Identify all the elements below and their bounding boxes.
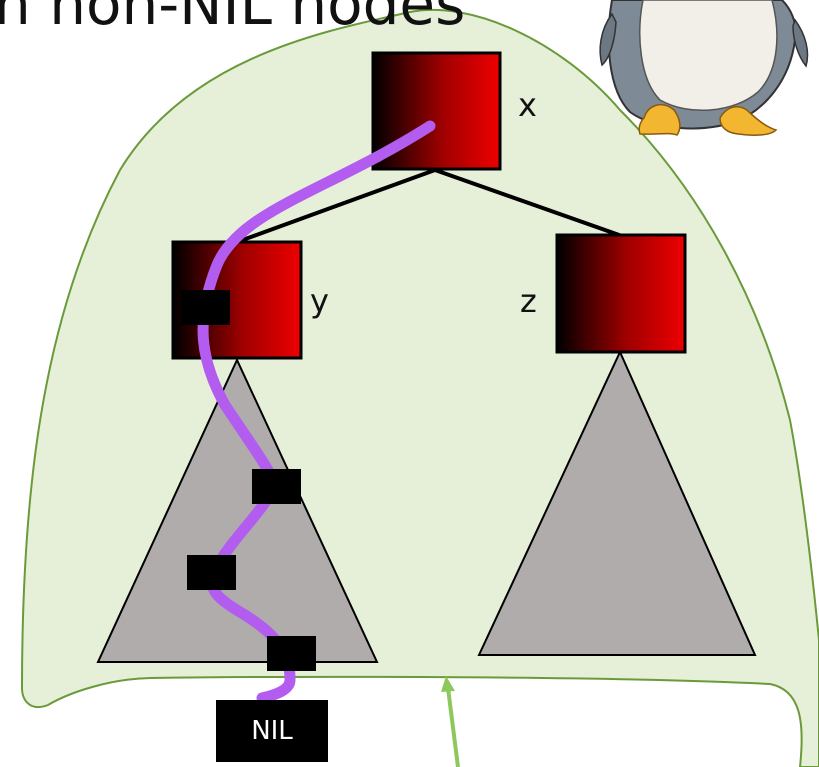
slide-title: n non-NIL nodes (0, 0, 466, 38)
nil-leaf: NIL (216, 700, 328, 762)
node-label-z: z (520, 282, 537, 320)
black-node-4 (267, 636, 316, 671)
node-x (371, 51, 502, 171)
node-z (555, 233, 687, 354)
subtree-y (96, 357, 379, 663)
penguin-mascot-icon (599, 0, 809, 136)
black-node-1 (181, 290, 230, 325)
subtree-z (477, 349, 757, 656)
black-node-3 (187, 555, 236, 590)
black-node-2 (252, 469, 301, 504)
edge-x-y (236, 168, 436, 244)
pointer-arrow (441, 676, 460, 767)
node-label-y: y (310, 282, 329, 320)
edge-x-z (434, 168, 623, 238)
node-label-x: x (518, 86, 537, 124)
